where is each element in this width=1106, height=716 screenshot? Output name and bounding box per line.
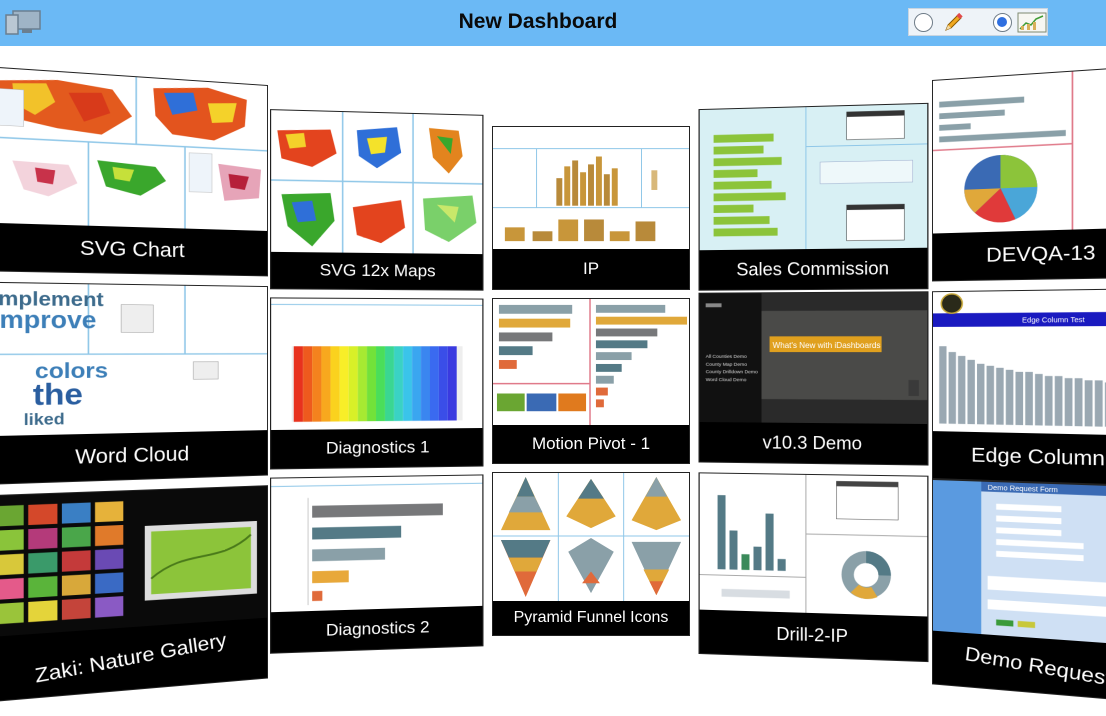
tile-motion-pivot-1[interactable]: Motion Pivot - 1: [492, 298, 690, 464]
tile-v10-3-demo[interactable]: What's New with iDashboards All Counties…: [698, 291, 929, 466]
tile-thumbnail: [493, 127, 689, 249]
tile-thumbnail: [271, 298, 483, 431]
ip-upper-bars: [556, 156, 618, 206]
carousel-column-5: DEVQA-13 Edge Column Test: [931, 39, 1106, 714]
tile-caption: SVG Chart: [79, 237, 185, 263]
dashboard-monitor-icon[interactable]: [4, 9, 42, 35]
demo-form-title: Demo Request Form: [988, 485, 1059, 495]
tile-sales-commission[interactable]: Sales Commission: [698, 102, 929, 291]
tile-caption: Sales Commission: [736, 258, 890, 280]
diagnostic-spectrum-bars: [293, 345, 457, 422]
tile-caption: Diagnostics 1: [325, 437, 430, 458]
commission-bars: [713, 133, 786, 237]
tile-caption: Diagnostics 2: [325, 617, 430, 640]
dashboard-carousel: SVG Chart implement improve colors the l…: [0, 46, 1106, 716]
tile-word-cloud[interactable]: implement improve colors the liked Word …: [0, 281, 269, 485]
ip-lower-bars: [504, 219, 656, 242]
tile-caption: Edge Column: [971, 444, 1105, 471]
tile-thumbnail: [271, 475, 483, 613]
tile-thumbnail: What's New with iDashboards All Counties…: [699, 292, 928, 425]
tile-thumbnail: [493, 473, 689, 601]
tile-pyramid-funnel-icons[interactable]: Pyramid Funnel Icons: [492, 472, 690, 636]
edit-mode-radio[interactable]: [914, 13, 933, 32]
carousel-column-1: SVG Chart implement improve colors the l…: [0, 35, 269, 716]
tile-thumbnail: [0, 67, 268, 231]
tile-thumbnail: [932, 68, 1106, 234]
svg-text:County Drilldown Demo: County Drilldown Demo: [706, 369, 758, 375]
word-colors: colors: [35, 359, 108, 384]
edge-column-heading: Edge Column Test: [1022, 317, 1085, 325]
tile-caption: IP: [582, 259, 600, 278]
tile-ip[interactable]: IP: [492, 126, 690, 290]
mode-selector: [908, 8, 1048, 36]
tile-caption: Word Cloud: [75, 443, 190, 469]
tile-edge-column[interactable]: Edge Column Test: [931, 288, 1106, 486]
pencil-icon[interactable]: [942, 12, 964, 34]
tile-diagnostics-1[interactable]: Diagnostics 1: [270, 297, 484, 470]
svg-text:All Counties Demo: All Counties Demo: [706, 354, 747, 360]
photo-grid: [0, 501, 124, 625]
chart-view-icon[interactable]: [1017, 12, 1047, 33]
tile-caption: DEVQA-13: [986, 242, 1096, 267]
tile-caption: v10.3 Demo: [762, 432, 863, 454]
tile-caption: SVG 12x Maps: [319, 260, 436, 281]
svg-text:Word Cloud Demo: Word Cloud Demo: [706, 377, 747, 383]
tile-nature-gallery[interactable]: Zaki: Nature Gallery: [0, 485, 269, 703]
tile-demo-request[interactable]: Demo Request Form Demo Request: [931, 478, 1106, 700]
carousel-column-4: Sales Commission What's New with iDashbo…: [698, 42, 929, 690]
edge-bars: [939, 346, 1106, 427]
tile-thumbnail: [699, 473, 928, 617]
tile-thumbnail: implement improve colors the liked: [0, 282, 268, 437]
word-implement: implement: [0, 288, 104, 312]
v103-whatsnew-text: What's New with iDashboards: [773, 341, 881, 350]
drill-bars: [717, 495, 786, 571]
carousel-column-2: SVG 12x Maps: [270, 42, 484, 690]
tile-diagnostics-2[interactable]: Diagnostics 2: [270, 474, 484, 654]
tile-caption: Drill-2-IP: [776, 623, 849, 647]
tile-caption: Motion Pivot - 1: [531, 434, 651, 453]
tile-drill-2-ip[interactable]: Drill-2-IP: [698, 472, 929, 663]
view-mode-radio[interactable]: [993, 13, 1012, 32]
tile-thumbnail: [271, 110, 483, 255]
word-improve: improve: [0, 306, 96, 334]
tile-thumbnail: [699, 103, 928, 251]
word-the: the: [33, 378, 83, 412]
tile-thumbnail: Demo Request Form: [932, 480, 1106, 644]
tile-devqa-13[interactable]: DEVQA-13: [931, 67, 1106, 282]
tile-thumbnail: [0, 486, 268, 638]
svg-text:County Map Demo: County Map Demo: [706, 362, 748, 368]
tile-thumbnail: [493, 299, 689, 425]
tile-svg-chart[interactable]: SVG Chart: [0, 66, 269, 277]
tile-thumbnail: Edge Column Test: [932, 289, 1106, 435]
top-bar: New Dashboard: [0, 0, 1106, 46]
word-liked: liked: [24, 411, 65, 429]
tile-svg-12x-maps[interactable]: SVG 12x Maps: [270, 109, 484, 291]
carousel-column-3: IP: [492, 46, 690, 646]
tile-caption: Pyramid Funnel Icons: [513, 609, 669, 626]
page-title: New Dashboard: [458, 10, 618, 33]
